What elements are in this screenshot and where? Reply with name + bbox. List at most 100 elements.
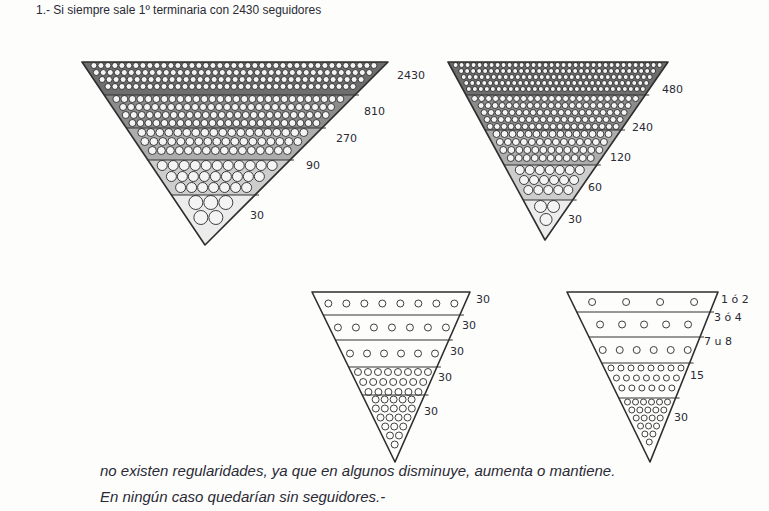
follower-circle bbox=[296, 70, 302, 76]
follower-circle bbox=[168, 104, 175, 111]
band-line bbox=[504, 164, 601, 165]
follower-circle bbox=[157, 147, 165, 155]
follower-circle bbox=[240, 138, 248, 146]
follower-circle bbox=[495, 63, 500, 68]
follower-circle bbox=[120, 104, 127, 111]
follower-circle bbox=[256, 104, 263, 111]
follower-circle bbox=[241, 120, 248, 127]
follower-circle bbox=[305, 120, 312, 127]
follower-circle bbox=[188, 172, 198, 182]
band-count: 480 bbox=[662, 84, 683, 97]
follower-circle bbox=[669, 385, 675, 391]
follower-circle bbox=[370, 379, 377, 386]
follower-circle bbox=[245, 63, 251, 69]
follower-circle bbox=[483, 63, 488, 68]
follower-circle bbox=[198, 70, 204, 76]
follower-circle bbox=[303, 70, 309, 76]
follower-circle bbox=[659, 385, 665, 391]
follower-circle bbox=[628, 365, 634, 371]
follower-circle bbox=[540, 117, 546, 123]
follower-circle bbox=[488, 110, 494, 116]
follower-circle bbox=[289, 96, 296, 103]
follower-circle bbox=[622, 87, 627, 92]
follower-circle bbox=[133, 84, 139, 90]
follower-circle bbox=[257, 120, 264, 127]
follower-circle bbox=[248, 104, 255, 111]
follower-circle bbox=[495, 69, 500, 74]
band-count: 1 ó 2 bbox=[721, 294, 749, 307]
follower-circle bbox=[639, 63, 644, 68]
band-shading bbox=[148, 160, 290, 195]
follower-circle bbox=[222, 138, 230, 146]
follower-circle bbox=[260, 77, 266, 83]
follower-circle bbox=[453, 63, 458, 68]
follower-circle bbox=[112, 63, 118, 69]
follower-circle bbox=[234, 112, 241, 119]
follower-circle bbox=[233, 70, 239, 76]
follower-circle bbox=[323, 77, 329, 83]
follower-circle bbox=[313, 120, 320, 127]
follower-circle bbox=[604, 87, 609, 92]
follower-circle bbox=[331, 70, 337, 76]
follower-circle bbox=[351, 77, 357, 83]
follower-circle bbox=[201, 120, 208, 127]
follower-circle bbox=[261, 70, 267, 76]
follower-circle bbox=[238, 84, 244, 90]
follower-circle bbox=[545, 75, 550, 80]
follower-circle bbox=[193, 147, 201, 155]
follower-circle bbox=[204, 77, 210, 83]
follower-circle bbox=[204, 196, 218, 210]
follower-circle bbox=[609, 63, 614, 68]
follower-circle bbox=[237, 129, 245, 137]
follower-circle bbox=[500, 147, 507, 154]
follower-circle bbox=[648, 399, 654, 405]
band-count: 15 bbox=[690, 370, 704, 383]
band-count: 30 bbox=[674, 412, 688, 425]
follower-circle bbox=[635, 75, 640, 80]
follower-circle bbox=[667, 347, 674, 354]
follower-circle bbox=[294, 84, 300, 90]
follower-circle bbox=[337, 96, 344, 103]
follower-circle bbox=[287, 63, 293, 69]
follower-circle bbox=[685, 321, 692, 328]
follower-circle bbox=[315, 84, 321, 90]
follower-circle bbox=[467, 75, 472, 80]
follower-circle bbox=[557, 131, 564, 138]
follower-circle bbox=[192, 129, 200, 137]
follower-circle bbox=[347, 350, 354, 357]
follower-circle bbox=[144, 104, 151, 111]
follower-circle bbox=[170, 112, 177, 119]
band-count: 30 bbox=[424, 406, 438, 419]
band-count: 240 bbox=[632, 122, 653, 135]
follower-circle bbox=[491, 117, 497, 123]
follower-circle bbox=[565, 110, 571, 116]
follower-circle bbox=[226, 112, 233, 119]
follower-circle bbox=[105, 84, 111, 90]
follower-circle bbox=[540, 147, 547, 154]
follower-circle bbox=[486, 96, 492, 102]
follower-circle bbox=[146, 112, 153, 119]
follower-circle bbox=[350, 63, 356, 69]
follower-circle bbox=[482, 81, 487, 86]
band-line bbox=[104, 94, 359, 95]
follower-circle bbox=[297, 96, 304, 103]
follower-circle bbox=[621, 110, 627, 116]
follower-circle bbox=[291, 129, 299, 137]
follower-circle bbox=[562, 103, 568, 109]
follower-circle bbox=[266, 112, 273, 119]
band-count: 30 bbox=[450, 346, 464, 359]
follower-circle bbox=[586, 87, 591, 92]
follower-circle bbox=[195, 138, 203, 146]
follower-circle bbox=[554, 81, 559, 86]
band-count: 30 bbox=[438, 372, 452, 385]
follower-circle bbox=[265, 120, 272, 127]
follower-circle bbox=[153, 120, 160, 127]
follower-circle bbox=[345, 70, 351, 76]
follower-circle bbox=[161, 96, 168, 103]
follower-circle bbox=[493, 131, 500, 138]
follower-circle bbox=[381, 350, 388, 357]
follower-circle bbox=[129, 120, 136, 127]
follower-circle bbox=[400, 423, 407, 430]
follower-circle bbox=[472, 96, 478, 102]
follower-circle bbox=[280, 104, 287, 111]
